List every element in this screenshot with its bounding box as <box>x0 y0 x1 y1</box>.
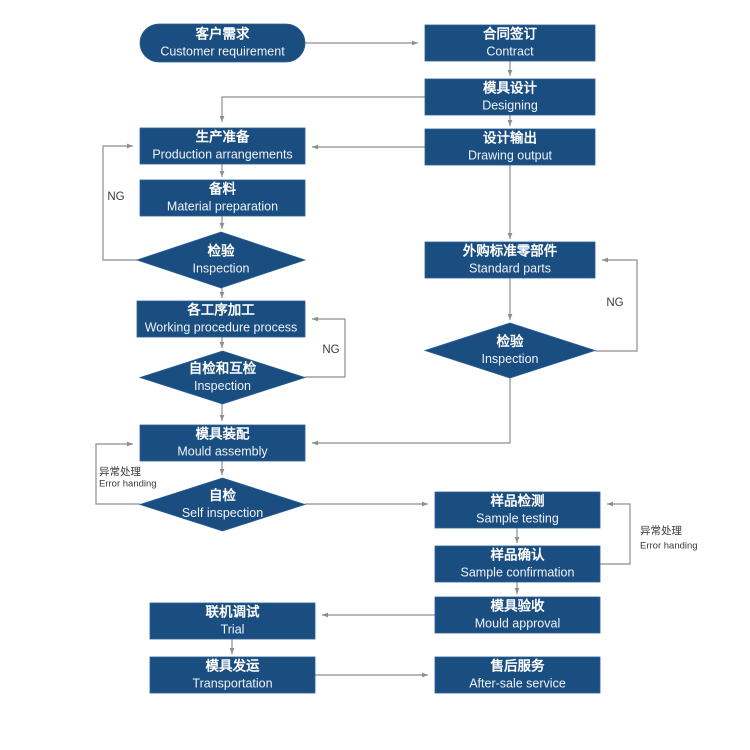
node-label-zh: 自检 <box>209 487 236 503</box>
node-trial[interactable]: 联机调试 Trial <box>149 602 316 640</box>
node-label-en: Production arrangements <box>152 147 292 161</box>
node-shape-rect <box>434 656 601 694</box>
node-label-zh: 样品检测 <box>491 493 545 509</box>
edge-label-ng_material: NG <box>107 191 124 203</box>
node-shape-rect <box>139 424 306 462</box>
node-label-zh: 合同签订 <box>483 26 537 42</box>
node-sample_testing[interactable]: 样品检测 Sample testing <box>434 491 601 529</box>
node-label-zh: 生产准备 <box>196 129 250 145</box>
node-label-en: Transportation <box>192 676 272 690</box>
node-self_inspection[interactable]: 自检 Self inspection <box>138 477 307 532</box>
node-shape-diamond <box>423 322 597 379</box>
node-label-zh: 检验 <box>497 333 525 349</box>
node-standard_parts[interactable]: 外购标准零部件 Standard parts <box>424 241 596 279</box>
edge-label-error_handling_right_zh: 异常处理 <box>640 524 682 537</box>
node-shape-rect <box>149 602 316 640</box>
node-mould_approval[interactable]: 模具验收 Mould approval <box>434 596 601 634</box>
connector-selfinspection-error-loop <box>95 441 140 505</box>
node-shape-rounded-rect <box>139 23 306 63</box>
node-shape-rect <box>424 241 596 279</box>
node-label-zh: 模具发运 <box>206 658 260 674</box>
connector-designing-to-production <box>219 96 425 122</box>
node-label-zh: 各工序加工 <box>186 302 255 318</box>
node-label-en: Trial <box>221 622 245 636</box>
node-shape-rect <box>139 179 306 217</box>
nodes-layer: 客户需求 Customer requirement 合同签订 Contract 模具设计… <box>135 23 601 694</box>
node-after_sale_service[interactable]: 售后服务 After-sale service <box>434 656 601 694</box>
node-label-en: Working procedure process <box>145 320 298 334</box>
node-label-zh: 联机调试 <box>206 604 260 620</box>
edge-label-error_handling_left_zh: 异常处理 <box>99 465 141 478</box>
node-label-en: Customer requirement <box>160 44 285 58</box>
node-shape-rect <box>136 300 306 338</box>
node-label-zh: 样品确认 <box>491 547 545 563</box>
node-label-zh: 模具装配 <box>196 426 250 442</box>
node-designing[interactable]: 模具设计 Designing <box>424 78 596 116</box>
node-shape-rect <box>434 545 601 583</box>
node-label-en: Contract <box>486 44 534 58</box>
node-label-en: Mould approval <box>475 616 560 630</box>
node-shape-diamond <box>138 477 307 532</box>
connector-parts-inspection-to-assembly <box>312 378 511 446</box>
node-label-zh: 模具设计 <box>483 80 537 96</box>
node-shape-diamond <box>135 231 307 289</box>
node-label-en: Self inspection <box>182 506 263 520</box>
node-label-en: Designing <box>482 98 538 112</box>
node-label-zh: 售后服务 <box>490 658 545 674</box>
node-label-en: Inspection <box>194 379 251 393</box>
edge-label-ng_parts: NG <box>606 297 623 309</box>
node-sample_confirmation[interactable]: 样品确认 Sample confirmation <box>434 545 601 583</box>
node-label-en: Sample confirmation <box>461 565 575 579</box>
node-shape-rect <box>424 78 596 116</box>
node-label-en: Sample testing <box>476 511 559 525</box>
node-label-en: After-sale service <box>469 676 566 690</box>
node-label-en: Mould assembly <box>177 444 268 458</box>
node-inspection_material[interactable]: 检验 Inspection <box>135 231 307 289</box>
node-inspection_parts[interactable]: 检验 Inspection <box>423 322 597 379</box>
node-transportation[interactable]: 模具发运 Transportation <box>149 656 316 694</box>
node-shape-rect <box>424 24 596 62</box>
node-label-en: Inspection <box>482 352 539 366</box>
node-label-zh: 检验 <box>208 243 235 259</box>
node-label-en: Standard parts <box>469 261 551 275</box>
connectors-layer <box>95 40 638 678</box>
connector-inspection-ng-loop <box>102 143 137 261</box>
node-shape-rect <box>434 491 601 529</box>
node-label-en: Material preparation <box>167 199 278 213</box>
edge-label-error_handling_left_en: Error handing <box>99 479 157 490</box>
connector-confirmation-error-loop <box>600 501 631 565</box>
node-label-zh: 客户需求 <box>195 26 250 42</box>
node-label-en: Inspection <box>193 261 250 275</box>
node-working_procedure[interactable]: 各工序加工 Working procedure process <box>136 300 306 338</box>
connector-selfmutual-ng-loop <box>305 316 346 378</box>
node-shape-rect <box>149 656 316 694</box>
node-shape-rect <box>434 596 601 634</box>
node-shape-rect <box>139 127 306 165</box>
node-label-zh: 自检和互检 <box>189 360 257 376</box>
node-material_preparation[interactable]: 备料 Material preparation <box>139 179 306 217</box>
node-shape-diamond <box>138 350 307 405</box>
node-contract[interactable]: 合同签订 Contract <box>424 24 596 62</box>
node-label-en: Drawing output <box>468 148 553 162</box>
node-production_arrangements[interactable]: 生产准备 Production arrangements <box>139 127 306 165</box>
node-label-zh: 设计输出 <box>483 130 537 146</box>
node-label-zh: 外购标准零部件 <box>463 243 558 259</box>
node-drawing_output[interactable]: 设计输出 Drawing output <box>424 128 596 166</box>
node-customer_requirement[interactable]: 客户需求 Customer requirement <box>139 23 306 63</box>
connector-parts-inspection-ng-loop <box>595 257 638 352</box>
edge-label-ng_procedure: NG <box>322 344 339 356</box>
node-shape-rect <box>424 128 596 166</box>
node-mould_assembly[interactable]: 模具装配 Mould assembly <box>139 424 306 462</box>
edge-label-error_handling_right_en: Error handing <box>640 541 698 552</box>
node-label-zh: 模具验收 <box>491 598 545 614</box>
node-label-zh: 备料 <box>208 181 236 197</box>
node-inspection_self_mutual[interactable]: 自检和互检 Inspection <box>138 350 307 405</box>
